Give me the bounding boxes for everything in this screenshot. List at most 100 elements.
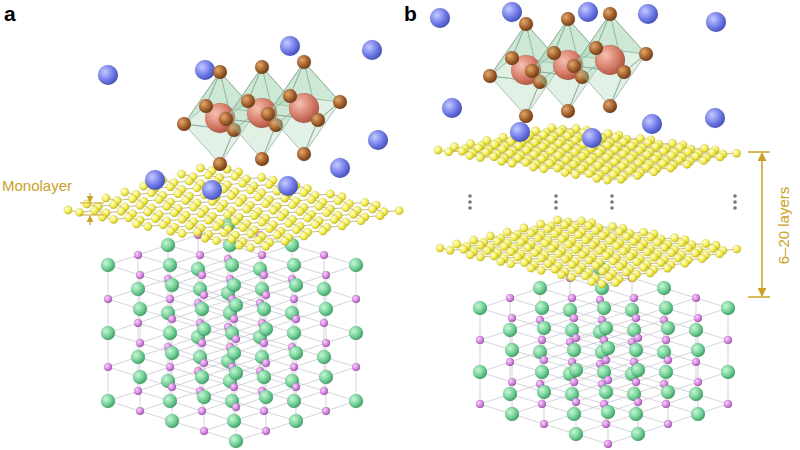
carbon-atom <box>558 235 566 243</box>
anion-atom <box>101 326 115 340</box>
carbon-atom <box>193 184 201 192</box>
anion-atom <box>349 326 363 340</box>
carbon-atom <box>571 170 579 178</box>
carbon-atom <box>503 228 511 236</box>
carbon-atom <box>683 160 691 168</box>
carbon-atom <box>265 224 273 232</box>
carbon-atom <box>591 227 599 235</box>
anion-atom <box>287 258 301 272</box>
cation-atom <box>634 398 642 406</box>
anion-atom <box>689 387 703 401</box>
carbon-atom <box>540 165 548 173</box>
cation-atom <box>630 294 638 302</box>
a-site-atom <box>278 176 298 196</box>
cation-atom <box>260 339 268 347</box>
carbon-atom <box>204 171 212 179</box>
cation-atom <box>262 427 270 435</box>
carbon-atom <box>458 147 466 155</box>
graphene-sheet <box>436 216 741 288</box>
carbon-atom <box>273 231 281 239</box>
carbon-atom <box>254 193 262 201</box>
perovskite-octahedra <box>98 2 726 200</box>
carbon-atom <box>567 226 575 234</box>
carbon-atom <box>560 221 568 229</box>
anion-atom <box>131 282 145 296</box>
carbon-atom <box>595 246 603 254</box>
carbon-atom <box>602 252 610 260</box>
anion-atom <box>229 434 243 448</box>
carbon-atom <box>585 256 593 264</box>
carbon-atom <box>574 231 582 239</box>
cation-atom <box>604 376 612 384</box>
lattice-line <box>228 259 356 299</box>
lattice-line <box>480 300 600 340</box>
cation-atom <box>134 251 142 259</box>
carbon-atom <box>303 214 311 222</box>
cation-atom <box>136 271 144 279</box>
cation-atom <box>724 400 732 408</box>
carbon-atom <box>612 242 620 250</box>
anion-atom <box>473 301 487 315</box>
thickness-line <box>80 203 104 204</box>
anion-atom <box>629 343 643 357</box>
anion-atom <box>505 343 519 357</box>
halide-atom <box>561 12 575 26</box>
carbon-atom <box>185 221 193 229</box>
anion-atom <box>689 323 703 337</box>
carbon-atom <box>453 240 461 248</box>
carbon-atom <box>167 227 175 235</box>
carbon-atom <box>611 278 619 286</box>
anion-atom <box>165 414 179 428</box>
a-site-atom <box>145 170 165 190</box>
carbon-atom <box>520 224 528 232</box>
carbon-atom <box>254 236 262 244</box>
carbon-atom <box>650 168 658 176</box>
anion-atom <box>567 407 581 421</box>
cation-atom <box>568 294 576 302</box>
carbon-atom <box>307 195 315 203</box>
cation-atom <box>604 440 612 448</box>
carbon-atom <box>553 216 561 224</box>
carbon-atom <box>527 264 535 272</box>
carbon-atom <box>537 266 545 274</box>
cation-atom <box>476 400 484 408</box>
carbon-atom <box>125 214 133 222</box>
anion-atom <box>289 346 303 360</box>
carbon-atom <box>466 251 474 259</box>
carbon-atom <box>227 192 235 200</box>
cation-atom <box>694 378 702 386</box>
lattice-line <box>544 384 664 424</box>
carbon-atom <box>699 156 707 164</box>
carbon-atom <box>277 213 285 221</box>
cation-atom <box>260 271 268 279</box>
carbon-atom <box>530 249 538 257</box>
carbon-atom <box>444 148 452 156</box>
carbon-atom <box>708 244 716 252</box>
halide-atom <box>213 157 227 171</box>
ellipsis-dot <box>554 200 558 204</box>
carbon-atom <box>296 207 304 215</box>
lattice-line <box>172 279 292 319</box>
carbon-atom <box>144 222 152 230</box>
cation-atom <box>104 295 112 303</box>
carbon-atom <box>564 240 572 248</box>
carbon-atom <box>334 197 342 205</box>
anion-atom <box>165 346 179 360</box>
carbon-atom <box>609 257 617 265</box>
carbon-atom <box>670 234 678 242</box>
anion-atom <box>349 258 363 272</box>
cation-atom <box>290 295 298 303</box>
cation-atom <box>134 319 142 327</box>
carbon-atom <box>527 229 535 237</box>
carbon-atom <box>235 198 243 206</box>
carbon-atom <box>311 220 319 228</box>
carbon-atom <box>605 273 613 281</box>
carbon-atom <box>151 214 159 222</box>
carbon-atom <box>663 264 671 272</box>
anion-atom <box>133 302 147 316</box>
lattice-line <box>108 367 236 407</box>
halide-atom <box>617 65 631 79</box>
anion-atom <box>659 301 673 315</box>
a-site-atom <box>578 2 598 22</box>
anion-atom <box>661 385 675 399</box>
